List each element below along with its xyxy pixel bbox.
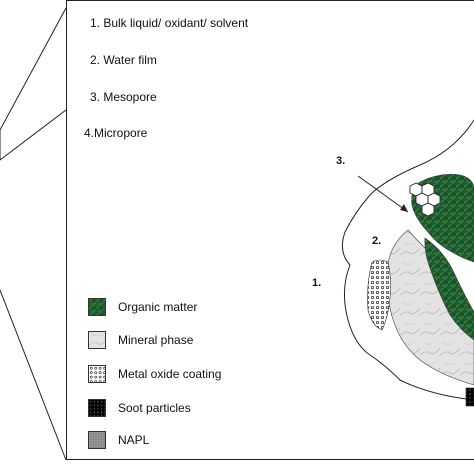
legend-label-organic-matter: Organic matter [118, 300, 198, 314]
definition-bulk-liquid: 1. Bulk liquid/ oxidant/ solvent [90, 16, 249, 30]
micropore-hexagons [409, 182, 441, 217]
swatch-napl [88, 431, 106, 449]
label-mesopore-3: 3. [336, 155, 346, 167]
zoom-line-lower [0, 289, 67, 461]
metal-oxide-region [367, 259, 391, 331]
legend-label-metal-oxide: Metal oxide coating [118, 367, 222, 381]
swatch-soot-particles [88, 399, 106, 417]
mesopore-arrow [357, 175, 409, 213]
legend-item-metal-oxide: Metal oxide coating [88, 364, 221, 384]
mesopore-arrowhead [400, 204, 408, 212]
definition-micropore: 4.Micropore [84, 126, 148, 140]
definition-mesopore: 3. Mesopore [90, 90, 157, 104]
legend-label-napl: NAPL [118, 433, 150, 447]
legend-item-napl: NAPL [88, 430, 149, 450]
label-bulk-liquid-1: 1. [312, 277, 322, 289]
swatch-metal-oxide [88, 365, 106, 383]
swatch-organic-matter [88, 298, 106, 316]
zoom-line-upper [0, 7, 67, 161]
organic-matter-lower [424, 237, 474, 341]
zoom-frame [66, 0, 474, 460]
legend-item-organic-matter: Organic matter [88, 297, 197, 317]
legend-label-soot-particles: Soot particles [118, 401, 191, 415]
swatch-mineral-phase [88, 331, 106, 349]
soot-particle [465, 387, 474, 407]
legend-item-soot-particles: Soot particles [88, 398, 191, 418]
legend-item-mineral-phase: Mineral phase [88, 330, 193, 350]
label-water-film-2: 2. [372, 235, 382, 247]
particle-outline [341, 119, 474, 401]
legend-label-mineral-phase: Mineral phase [118, 333, 194, 347]
definition-water-film: 2. Water film [90, 53, 157, 67]
